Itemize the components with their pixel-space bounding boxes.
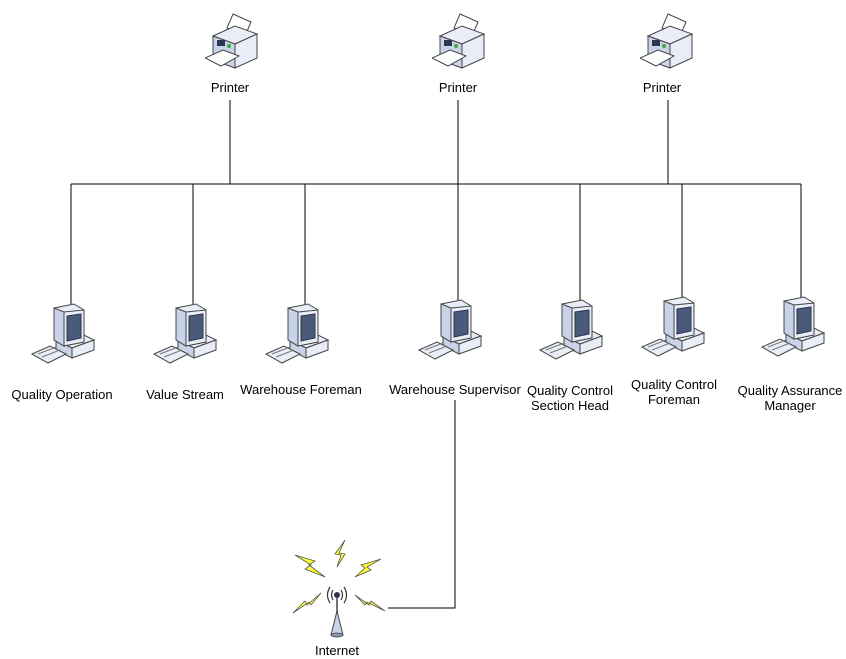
lightning-bolt-5 <box>354 594 386 612</box>
printer-node-3[interactable] <box>638 10 696 76</box>
computer-icon <box>264 303 330 364</box>
computer-node-warehouse-supervisor[interactable] <box>417 298 483 362</box>
computer-label-quality-control-foreman: Quality Control Foreman <box>631 377 717 407</box>
printer-label-1: Printer <box>210 80 250 95</box>
computer-icon <box>538 299 604 360</box>
computer-icon <box>760 296 826 357</box>
printer-node-2[interactable] <box>430 10 488 76</box>
wireless-antenna-icon <box>292 539 386 638</box>
lightning-bolt-4 <box>292 592 322 614</box>
printer-node-1[interactable] <box>203 10 261 76</box>
printer-label-2: Printer <box>438 80 478 95</box>
internet-node[interactable] <box>285 535 389 645</box>
printer-icon <box>203 13 259 69</box>
computer-node-quality-control-foreman[interactable] <box>640 295 706 359</box>
computer-label-quality-operation: Quality Operation <box>11 387 113 402</box>
computer-label-warehouse-supervisor: Warehouse Supervisor <box>389 382 521 397</box>
internet-link <box>388 400 456 609</box>
computer-icon <box>152 303 218 364</box>
computer-icon <box>417 299 483 360</box>
computer-icon <box>640 296 706 357</box>
computer-node-quality-assurance-manager[interactable] <box>760 295 826 359</box>
printer-icon <box>430 13 486 69</box>
computer-label-value-stream: Value Stream <box>146 387 224 402</box>
computer-label-quality-control-section-head: Quality Control Section Head <box>527 383 613 413</box>
computer-node-quality-operation[interactable] <box>30 302 96 366</box>
lightning-bolt-1 <box>294 554 326 578</box>
computer-node-warehouse-foreman[interactable] <box>264 302 330 366</box>
computer-label-warehouse-foreman: Warehouse Foreman <box>240 382 362 397</box>
computer-node-quality-control-section-head[interactable] <box>538 298 604 362</box>
printer-label-3: Printer <box>642 80 682 95</box>
computer-node-value-stream[interactable] <box>152 302 218 366</box>
computer-label-quality-assurance-manager: Quality Assurance Manager <box>737 383 843 413</box>
internet-label: Internet <box>314 643 360 658</box>
computer-icon <box>30 303 96 364</box>
printer-icon <box>638 13 694 69</box>
lightning-bolt-2 <box>334 539 346 568</box>
lightning-bolt-3 <box>354 558 382 578</box>
